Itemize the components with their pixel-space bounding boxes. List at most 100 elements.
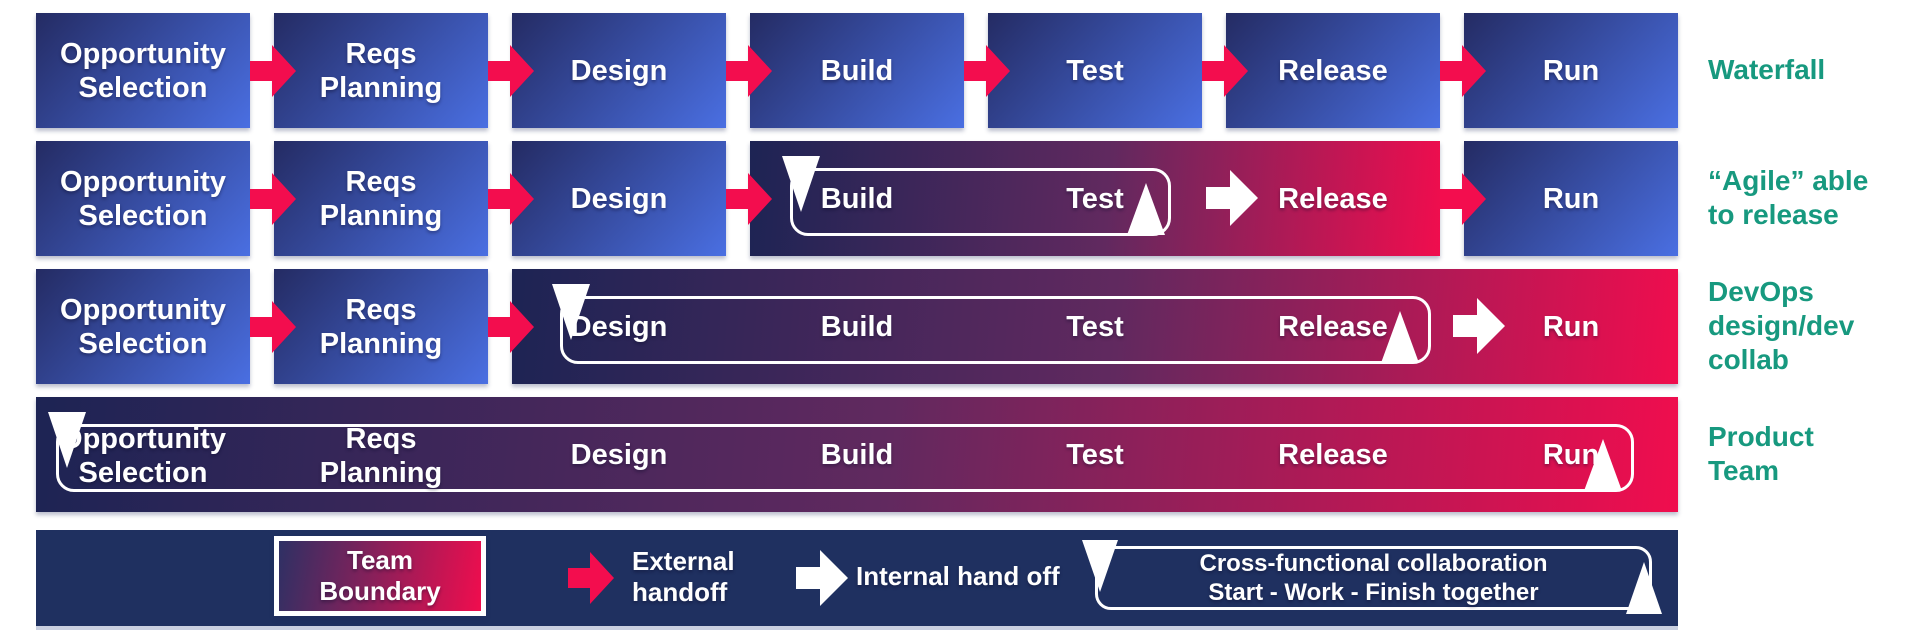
legend-internal-handoff-label: Internal hand off [856,561,1060,591]
collab-finish-arrow-icon [1584,439,1622,491]
stage-label: Planning [319,71,443,104]
collab-finish-arrow-icon [1626,562,1662,614]
stage-label-build: Build [820,311,894,343]
stage-box-release: Release [1226,13,1440,128]
legend-collaboration-outline: Cross-functional collaboration Start - W… [1095,546,1652,610]
stage-label: Design [570,54,668,87]
stage-box-test: Test [988,13,1202,128]
stage-label: Run [1542,54,1600,87]
row-label-line: Waterfall [1708,54,1826,85]
external-handoff-arrow-icon [250,301,296,353]
external-handoff-arrow-icon [1440,173,1486,225]
stage-label-design: Design [570,311,668,343]
legend-label: Team [347,545,413,575]
stage-label-release: Release [1278,439,1388,471]
legend-external-handoff-label: External handoff [632,546,735,607]
product-team-box: Opportunity Selection Reqs Planning Desi… [36,397,1678,512]
devops-team-box: Design Build Test Release Run [512,269,1678,384]
row-label-line: DevOps [1708,276,1814,307]
row-agile: Opportunity Selection Reqs Planning Desi… [0,141,1920,256]
stage-label: Release [1278,54,1388,87]
stage-box-opportunity-selection: Opportunity Selection [36,269,250,384]
stage-box-reqs-planning: Reqs Planning [274,141,488,256]
stage-label: Build [820,54,894,87]
legend-team-boundary-swatch: Team Boundary [274,536,486,616]
stage-label-build: Build [820,439,894,471]
stage-label: Reqs [345,37,417,70]
external-handoff-arrow-icon [726,45,772,97]
stage-label: Planning [319,327,443,360]
stage-label: Selection [78,71,208,104]
stage-label-reqs-planning: Reqs Planning [319,423,443,489]
stage-box-reqs-planning: Reqs Planning [274,13,488,128]
row-label-line: “Agile” able [1708,165,1869,196]
row-waterfall: Opportunity Selection Reqs Planning Desi… [0,13,1920,128]
internal-handoff-arrow-icon [1206,170,1258,226]
stage-box-run: Run [1464,141,1678,256]
stage-label: Opportunity [60,37,226,70]
row-product-team: Opportunity Selection Reqs Planning Desi… [0,397,1920,512]
external-handoff-arrow-icon [250,173,296,225]
team-boundary-outline [560,296,1431,364]
legend-label: Cross-functional collaboration [1199,550,1548,577]
external-handoff-arrow-icon [726,173,772,225]
external-handoff-arrow-icon [250,45,296,97]
stage-box-design: Design [512,13,726,128]
stage-label-run: Run [1542,439,1600,471]
stage-label: Selection [78,199,208,232]
row-label-line: Product [1708,421,1814,452]
stage-box-run: Run [1464,13,1678,128]
legend-label: Boundary [319,576,441,606]
external-handoff-arrow-icon [568,552,614,604]
stage-label-test: Test [1066,311,1124,343]
agile-team-box: Build Test Release [750,141,1440,256]
stage-label-release: Release [1278,311,1388,343]
stage-box-opportunity-selection: Opportunity Selection [36,13,250,128]
stage-box-reqs-planning: Reqs Planning [274,269,488,384]
stage-label: Reqs [345,165,417,198]
stage-label-test: Test [1066,183,1124,215]
external-handoff-arrow-icon [1440,45,1486,97]
row-label-line: design/dev [1708,310,1855,341]
stage-label-opportunity-selection: Opportunity Selection [60,423,226,489]
legend-bar: Team Boundary External handoff Internal … [36,530,1678,630]
stage-label: Run [1542,182,1600,215]
team-boundary-outline [790,168,1171,236]
row-label-devops: DevOps design/dev collab [1708,275,1918,377]
stage-label: Test [1066,54,1124,87]
stage-label-build: Build [820,183,894,215]
row-label-line: to release [1708,199,1839,230]
stage-label: Selection [78,327,208,360]
stage-box-build: Build [750,13,964,128]
external-handoff-arrow-icon [964,45,1010,97]
external-handoff-arrow-icon [488,45,534,97]
internal-handoff-arrow-icon [796,550,848,606]
legend-label: Start - Work - Finish together [1208,579,1539,606]
external-handoff-arrow-icon [1202,45,1248,97]
stage-label: Opportunity [60,165,226,198]
row-label-line: collab [1708,344,1789,375]
collab-start-arrow-icon [48,412,86,468]
row-label-product-team: Product Team [1708,420,1918,488]
collab-finish-arrow-icon [1127,183,1165,235]
collab-start-arrow-icon [552,284,590,340]
stage-label-run: Run [1542,311,1600,343]
stage-label-test: Test [1066,439,1124,471]
row-label-waterfall: Waterfall [1708,53,1918,87]
external-handoff-arrow-icon [488,173,534,225]
stage-box-opportunity-selection: Opportunity Selection [36,141,250,256]
collab-start-arrow-icon [782,156,820,212]
stage-label: Design [570,182,668,215]
collab-start-arrow-icon [1082,540,1118,592]
row-label-agile: “Agile” able to release [1708,164,1918,232]
stage-label: Reqs [345,293,417,326]
row-label-line: Team [1708,455,1780,486]
stage-box-design: Design [512,141,726,256]
team-boundary-outline [56,424,1634,492]
collab-finish-arrow-icon [1381,311,1419,363]
internal-handoff-arrow-icon [1453,298,1505,354]
stage-label: Opportunity [60,293,226,326]
stage-label-release: Release [1278,183,1388,215]
stage-label: Planning [319,199,443,232]
